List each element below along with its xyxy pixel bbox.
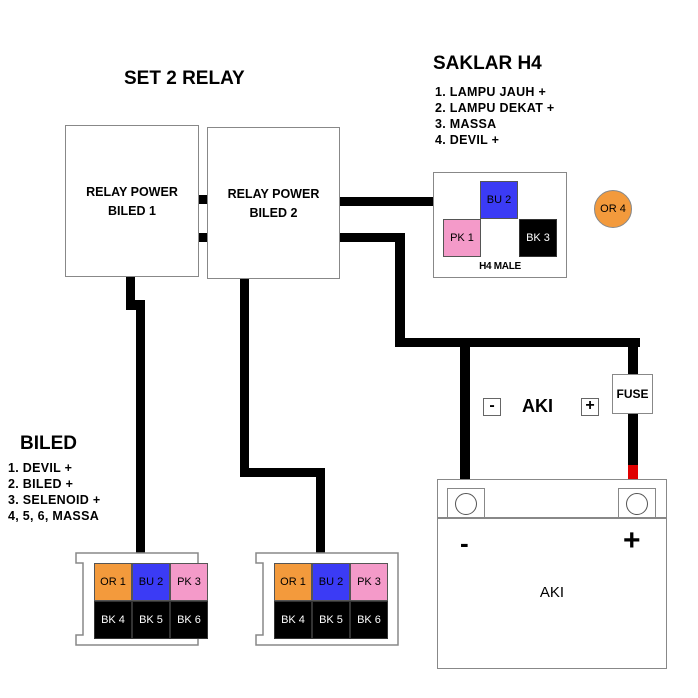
wire-battery-negative <box>460 338 470 480</box>
h4-pin-bu2: BU 2 <box>480 181 518 219</box>
positive-terminal <box>618 488 656 518</box>
biled-legend-item: 1. DEVIL + <box>8 461 73 475</box>
battery-lid-line <box>438 517 666 519</box>
biled1-pin-bk4: BK 4 <box>94 601 132 639</box>
fuse: FUSE <box>612 374 653 414</box>
relay2-label: RELAY POWER BILED 2 <box>208 185 339 223</box>
wire-positive-red-segment <box>628 465 638 480</box>
wire-relay2-to-battery-c <box>395 338 640 347</box>
saklar-legend-item: 1. LAMPU JAUH + <box>435 85 547 99</box>
battery-positive-sign: + <box>623 524 641 557</box>
relay-section-title: SET 2 RELAY <box>124 68 245 89</box>
wire-relay-link-lower <box>196 233 208 242</box>
wire-relay1-to-biled1-c <box>136 300 145 553</box>
biled2-pin-pk3: PK 3 <box>350 563 388 601</box>
relay-power-biled-2: RELAY POWER BILED 2 <box>207 127 340 279</box>
wire-relay2-to-h4 <box>338 197 434 206</box>
h4-connector-label: H4 MALE <box>479 261 521 272</box>
biled2-pin-bk6: BK 6 <box>350 601 388 639</box>
wire-fuse-to-positive <box>628 412 638 466</box>
wire-relay2-to-biled2-b <box>240 468 324 477</box>
biled1-pin-bu2: BU 2 <box>132 563 170 601</box>
saklar-legend: 1. LAMPU JAUH + 2. LAMPU DEKAT + 3. MASS… <box>435 84 555 148</box>
battery-body-label: AKI <box>539 584 565 601</box>
relay1-label-line2: BILED 1 <box>108 204 156 218</box>
saklar-legend-item: 2. LAMPU DEKAT + <box>435 101 555 115</box>
biled-legend-item: 2. BILED + <box>8 477 74 491</box>
biled1-pin-bk5: BK 5 <box>132 601 170 639</box>
wire-relay2-to-battery-a <box>338 233 405 242</box>
biled-legend: 1. DEVIL + 2. BILED + 3. SELENOID + 4, 5… <box>8 460 100 524</box>
h4-pin-or4: OR 4 <box>594 190 632 228</box>
wire-relay1-to-biled1-a <box>126 276 135 310</box>
biled1-pin-or1: OR 1 <box>94 563 132 601</box>
battery-negative-sign: - <box>460 528 469 558</box>
relay2-label-line2: BILED 2 <box>249 206 298 220</box>
wire-relay1-to-biled1-b <box>126 300 144 310</box>
biled1-pin-bk6: BK 6 <box>170 601 208 639</box>
wire-relay-link-upper <box>196 195 208 204</box>
saklar-title: SAKLAR H4 <box>433 53 542 74</box>
battery-plus-icon: + <box>581 398 599 416</box>
terminal-circle-icon <box>626 493 648 515</box>
relay2-label-line1: RELAY POWER <box>227 187 320 201</box>
h4-pin-pk1: PK 1 <box>443 219 481 257</box>
relay-power-biled-1: RELAY POWER BILED 1 <box>65 125 199 277</box>
relay1-label-line1: RELAY POWER <box>86 185 178 199</box>
biled2-pin-bk4: BK 4 <box>274 601 312 639</box>
biled-title: BILED <box>20 433 77 454</box>
battery-aki: - + AKI <box>437 479 667 669</box>
relay1-label: RELAY POWER BILED 1 <box>66 183 198 221</box>
biled-connector-2: OR 1 BU 2 PK 3 BK 4 BK 5 BK 6 <box>255 552 399 646</box>
saklar-legend-item: 3. MASSA <box>435 117 497 131</box>
biled2-pin-bu2: BU 2 <box>312 563 350 601</box>
saklar-legend-item: 4. DEVIL + <box>435 133 500 147</box>
biled1-pin-pk3: PK 3 <box>170 563 208 601</box>
biled-legend-item: 4, 5, 6, MASSA <box>8 509 100 523</box>
biled2-pin-or1: OR 1 <box>274 563 312 601</box>
biled-legend-item: 3. SELENOID + <box>8 493 101 507</box>
wire-to-fuse <box>628 338 638 376</box>
wire-relay2-to-battery-b <box>395 233 405 347</box>
battery-minus-icon: - <box>483 398 501 416</box>
negative-terminal <box>447 488 485 518</box>
terminal-circle-icon <box>455 493 477 515</box>
h4-pin-bk3: BK 3 <box>519 219 557 257</box>
battery-top-label: AKI <box>522 396 553 416</box>
wire-relay2-to-biled2-c <box>316 468 325 553</box>
wire-relay2-to-biled2-a <box>240 278 249 476</box>
h4-male-connector: BU 2 PK 1 BK 3 H4 MALE <box>433 172 567 278</box>
biled2-pin-bk5: BK 5 <box>312 601 350 639</box>
biled-connector-1: OR 1 BU 2 PK 3 BK 4 BK 5 BK 6 <box>75 552 208 646</box>
